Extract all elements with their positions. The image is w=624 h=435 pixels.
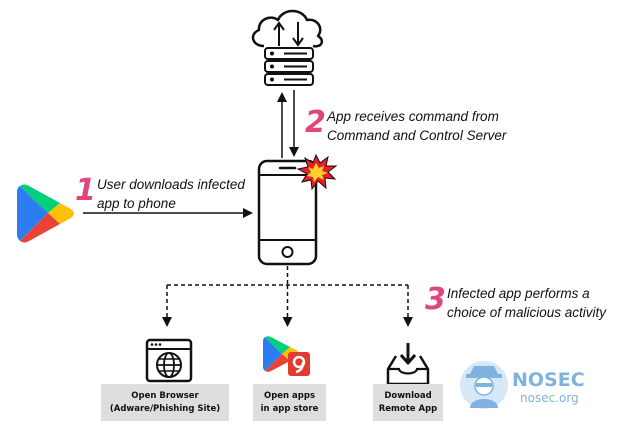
step-3-number: 3 <box>425 282 446 317</box>
step-2-number: 2 <box>305 105 326 140</box>
option-app-store-line-1: Open apps <box>263 390 316 401</box>
explosion-icon <box>296 153 338 191</box>
option-download-line-2: Remote App <box>378 403 438 414</box>
brand-name: NOSEC <box>512 369 585 391</box>
option-browser-line-1: Open Browser <box>131 390 199 401</box>
option-caption-app-store: Open apps in app store <box>253 384 326 421</box>
play-store-app-icon <box>263 336 310 376</box>
step-2-text: App receives command from Command and Co… <box>327 107 506 145</box>
step-1-text: User downloads infected app to phone <box>97 175 245 213</box>
download-tray-icon <box>386 343 430 386</box>
step-1-number: 1 <box>75 173 96 208</box>
brand-url: nosec.org <box>520 391 579 405</box>
step-1-line-2: app to phone <box>97 196 176 211</box>
cloud-server-icon <box>251 9 324 86</box>
play-store-icon <box>17 184 74 243</box>
option-caption-download: Download Remote App <box>373 384 443 421</box>
step-3-text: Infected app performs a choice of malici… <box>447 284 606 322</box>
option-caption-browser: Open Browser (Adware/Phishing Site) <box>101 384 229 421</box>
browser-icon <box>145 338 193 383</box>
option-app-store-line-2: in app store <box>260 403 319 414</box>
step-2-line-2: Command and Control Server <box>327 128 507 143</box>
option-download-line-1: Download <box>384 390 432 401</box>
step-3-line-2: choice of malicious activity <box>447 305 607 320</box>
nosec-logo-icon <box>460 361 508 409</box>
step-2-line-1: App receives command from <box>327 109 499 124</box>
step-1-line-1: User downloads infected <box>97 177 245 192</box>
dashed-connectors <box>162 266 413 327</box>
option-browser-line-2: (Adware/Phishing Site) <box>109 403 221 414</box>
step-3-line-1: Infected app performs a <box>447 286 590 301</box>
